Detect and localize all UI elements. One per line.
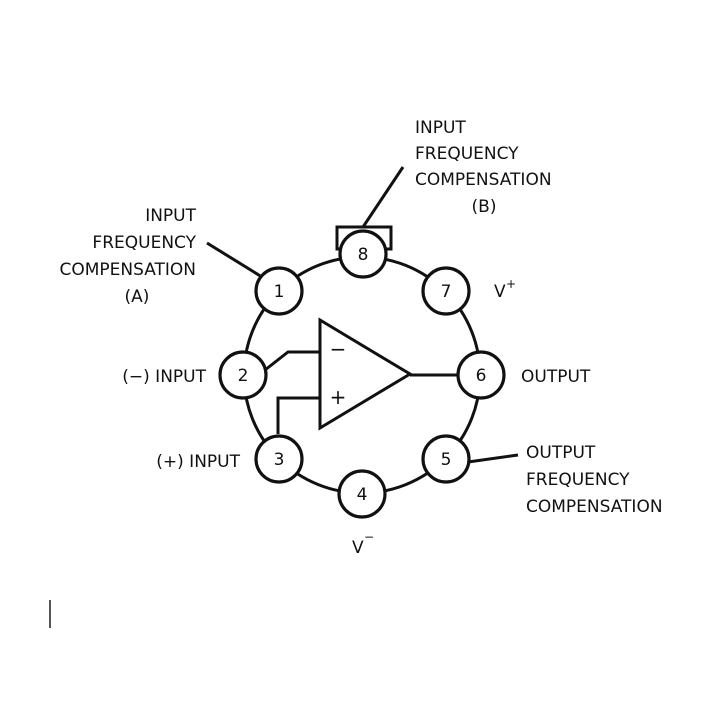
pin3-wire <box>276 396 320 434</box>
noninverting-input-label: (+) INPUT <box>156 452 240 472</box>
pin-8-number: 8 <box>358 245 369 265</box>
comp-a-leader <box>206 241 263 279</box>
v-minus-label: V − <box>352 530 374 558</box>
v-plus-label: V + <box>494 277 516 302</box>
svg-text:V: V <box>352 538 364 558</box>
pin-4: 4 <box>337 469 387 519</box>
opamp-minus-sign: − <box>330 337 347 361</box>
svg-text:COMPENSATION: COMPENSATION <box>59 260 196 280</box>
svg-text:INPUT: INPUT <box>145 206 196 226</box>
pin-6: 6 <box>456 350 506 400</box>
svg-text:V: V <box>494 282 506 302</box>
comp-b-leader <box>361 166 405 228</box>
svg-text:(A): (A) <box>125 287 150 307</box>
pin-7-number: 7 <box>441 282 452 302</box>
opamp-triangle <box>318 317 413 431</box>
opamp-plus-sign: + <box>330 385 347 409</box>
pin-4-number: 4 <box>357 485 368 505</box>
svg-text:FREQUENCY: FREQUENCY <box>415 144 519 164</box>
svg-text:FREQUENCY: FREQUENCY <box>92 233 196 253</box>
svg-text:(B): (B) <box>472 197 497 217</box>
pin-3-number: 3 <box>274 450 285 470</box>
svg-text:OUTPUT: OUTPUT <box>526 443 596 463</box>
pin-1: 1 <box>254 266 304 316</box>
comp-a-label: INPUT FREQUENCY COMPENSATION (A) <box>59 206 196 307</box>
output-label: OUTPUT <box>521 367 591 387</box>
comp-b-label: INPUT FREQUENCY COMPENSATION (B) <box>415 118 552 217</box>
pin-2: 2 <box>218 350 268 400</box>
svg-text:INPUT: INPUT <box>415 118 466 138</box>
pin-5-number: 5 <box>441 450 452 470</box>
pin-7: 7 <box>421 266 471 316</box>
svg-text:−: − <box>364 530 374 544</box>
svg-text:COMPENSATION: COMPENSATION <box>526 497 663 517</box>
svg-text:COMPENSATION: COMPENSATION <box>415 170 552 190</box>
output-comp-leader <box>467 453 519 464</box>
output-comp-label: OUTPUT FREQUENCY COMPENSATION <box>526 443 663 517</box>
pin2-wire <box>264 350 320 372</box>
pin-2-number: 2 <box>238 366 249 386</box>
pin-1-number: 1 <box>274 282 285 302</box>
pin-6-number: 6 <box>476 366 487 386</box>
pin-5: 5 <box>421 434 471 484</box>
svg-text:+: + <box>506 277 516 291</box>
pin-3: 3 <box>254 434 304 484</box>
inverting-input-label: (−) INPUT <box>122 367 206 387</box>
svg-text:FREQUENCY: FREQUENCY <box>526 470 630 490</box>
pin-8: 8 <box>338 229 388 279</box>
